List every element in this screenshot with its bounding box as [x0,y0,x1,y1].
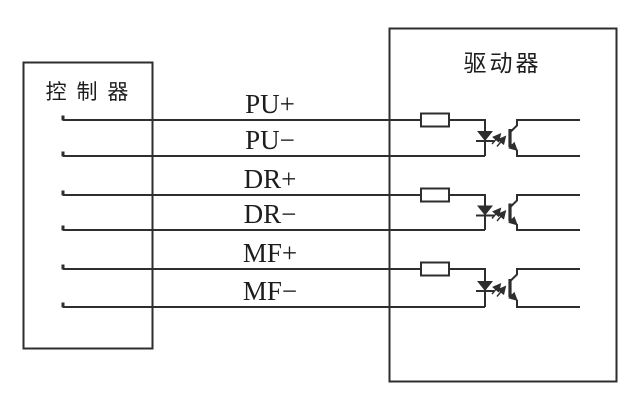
resistor-symbol [420,187,450,203]
signal-label-dr-minus: DR− [243,199,297,229]
wire-pu-plus [63,119,486,156]
phototransistor-emitter-lead [515,149,580,157]
driver-label: 驱动器 [463,50,542,76]
wire-start-tick [61,151,65,157]
signal-label-mf-plus: MF+ [242,238,298,268]
led-symbol [477,131,493,141]
light-arrow-icon [496,135,507,147]
phototransistor-emitter-arrow [508,141,518,152]
signal-label-mf-minus: MF− [242,276,298,306]
light-arrow-icon [491,207,502,219]
phototransistor-collector [510,268,580,282]
driver-box [388,27,618,383]
signal-label-pu-minus: PU− [245,125,295,155]
wire-start-tick [61,115,65,121]
wire-dr-plus [63,194,486,230]
phototransistor-emitter-arrow [508,216,518,226]
light-arrow-icon [491,132,502,145]
controller-box [22,61,154,350]
resistor-symbol [420,261,450,277]
signal-label-pu-plus: PU+ [245,89,295,119]
resistor-symbol [420,112,450,128]
phototransistor-emitter-lead [515,299,580,308]
wire-start-tick [61,264,65,270]
channel-pu [61,112,580,157]
phototransistor-emitter-arrow [508,291,518,302]
light-arrow-icon [496,285,507,297]
controller-label: 控 制 器 [45,81,131,104]
channel-dr [61,187,580,231]
phototransistor-collector [510,119,580,133]
wire-mf-plus [63,268,486,307]
wire-start-tick [61,302,65,308]
led-symbol [477,205,493,216]
light-arrow-icon [491,282,502,295]
phototransistor-collector [510,194,580,208]
led-symbol [477,281,493,291]
light-arrow-icon [496,209,507,222]
wire-start-tick [61,190,65,196]
channel-mf [61,261,580,308]
signal-label-dr-plus: DR+ [243,164,297,194]
phototransistor-emitter-lead [516,223,580,231]
wire-start-tick [61,225,65,231]
